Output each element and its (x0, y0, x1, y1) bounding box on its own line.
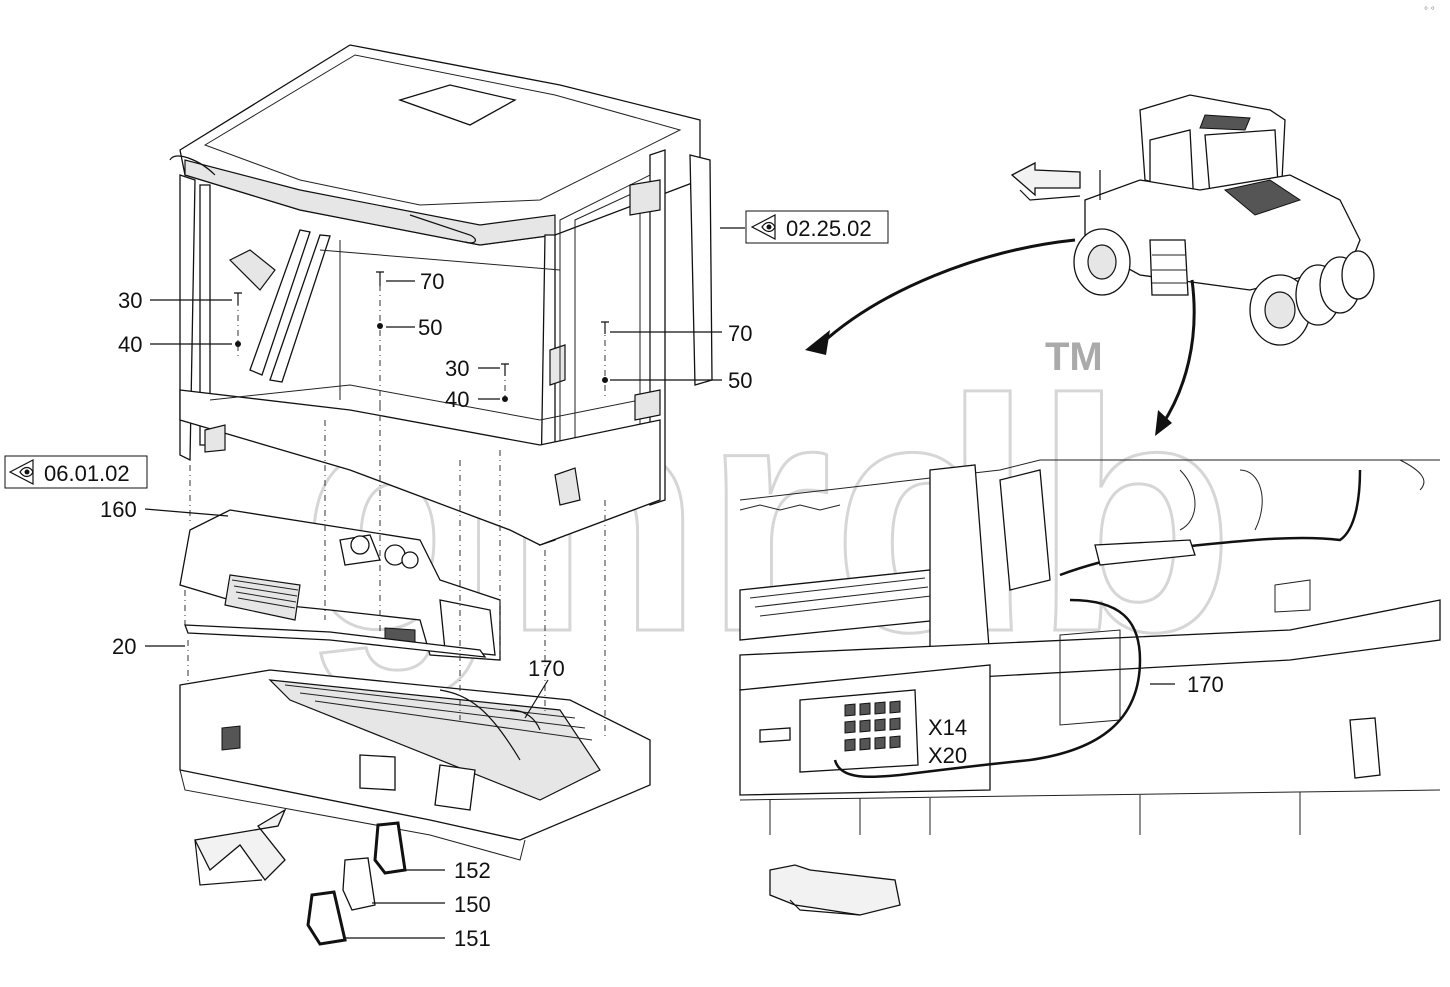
callout-20: 20 (112, 634, 136, 659)
explode-lines (184, 285, 606, 740)
callout-30: 30 (445, 356, 469, 381)
cab-frame (169, 44, 713, 546)
callout-151: 151 (454, 926, 491, 951)
callout-30: 30 (118, 288, 142, 313)
eye-icon (750, 214, 776, 240)
reference-box-02-25-02[interactable]: 02.25.02 (745, 210, 889, 244)
seal-20 (184, 624, 487, 658)
callout-170: 170 (1187, 672, 1224, 697)
detail-view (739, 459, 1441, 835)
callout-labels: 30 40 70 50 30 40 70 50 160 20 170 170 1… (100, 269, 1224, 951)
watermark-tm: TM (1045, 335, 1103, 379)
callout-152: 152 (454, 858, 491, 883)
direction-arrow-bottom-right (769, 864, 901, 916)
dash-panel (179, 509, 501, 661)
direction-arrow-top-right (1010, 161, 1081, 201)
connector-x14: X14 (928, 715, 967, 740)
reference-label: 06.01.02 (44, 461, 130, 486)
callout-50: 50 (728, 368, 752, 393)
window-parts (306, 821, 407, 946)
callout-150: 150 (454, 892, 491, 917)
corner-mark: ° ° (1424, 6, 1435, 17)
reference-box-06-01-02[interactable]: 06.01.02 (4, 455, 148, 489)
eye-icon (8, 459, 34, 485)
callout-70: 70 (728, 321, 752, 346)
callout-40: 40 (445, 387, 469, 412)
fuse-block (844, 700, 901, 752)
reference-label: 02.25.02 (786, 216, 872, 241)
cab-floor (179, 669, 651, 861)
callout-70: 70 (420, 269, 444, 294)
direction-arrow-left (194, 808, 287, 886)
callout-160: 160 (100, 497, 137, 522)
roller-vehicle (1073, 94, 1375, 346)
fasteners (234, 271, 609, 402)
callout-40: 40 (118, 332, 142, 357)
callout-170: 170 (528, 656, 565, 681)
pointer-arrows (805, 238, 1196, 436)
connector-x20: X20 (928, 743, 967, 768)
callout-50: 50 (418, 315, 442, 340)
leader-lines (144, 227, 1175, 939)
